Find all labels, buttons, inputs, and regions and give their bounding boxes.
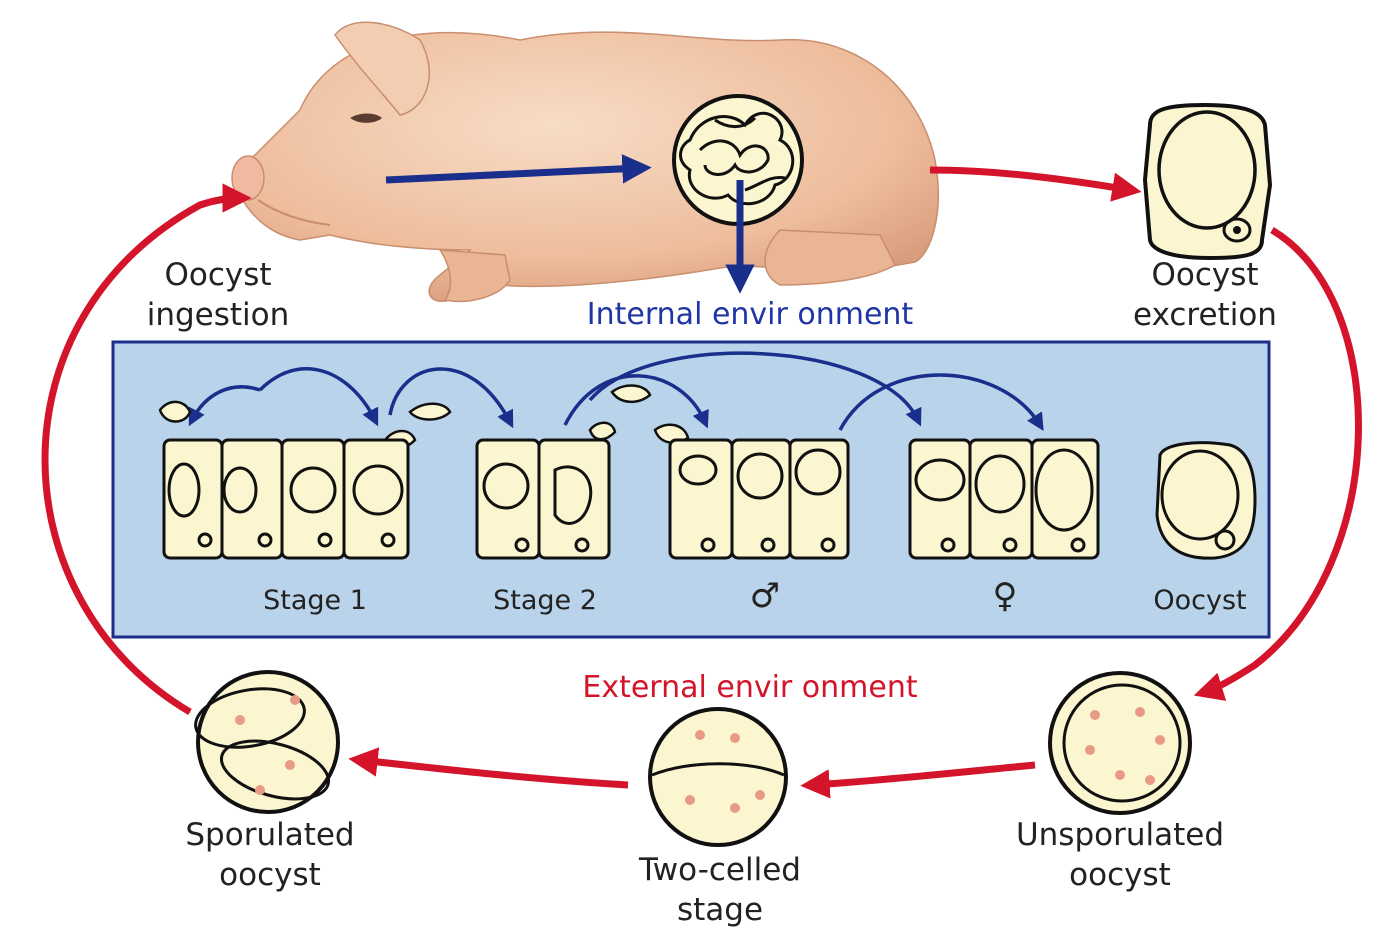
panel-oocyst <box>1157 443 1255 558</box>
unsporulated-to-two-celled-arrow <box>812 765 1035 785</box>
unsporulated-oocyst <box>1050 673 1190 813</box>
female-cells <box>910 440 1098 558</box>
stage1-label: Stage 1 <box>245 585 385 617</box>
oocyst-stage-label: Oocyst <box>1130 585 1270 617</box>
stage2-cells <box>477 440 609 558</box>
excretion-arrow <box>930 170 1130 190</box>
pig-illustration <box>232 22 938 301</box>
stage1-cells <box>164 440 408 558</box>
sporulated-oocyst <box>191 672 338 812</box>
external-environment-label: External envir onment <box>540 670 960 706</box>
oocyst-icon <box>1145 105 1270 258</box>
two-celled-to-sporulated-arrow <box>360 760 628 785</box>
two-celled-oocyst <box>650 709 786 845</box>
female-symbol: ♀ <box>975 580 1035 612</box>
male-symbol: ♂ <box>735 580 795 612</box>
internal-environment-label: Internal envir onment <box>540 297 960 333</box>
male-cells <box>670 440 848 558</box>
stage2-label: Stage 2 <box>475 585 615 617</box>
